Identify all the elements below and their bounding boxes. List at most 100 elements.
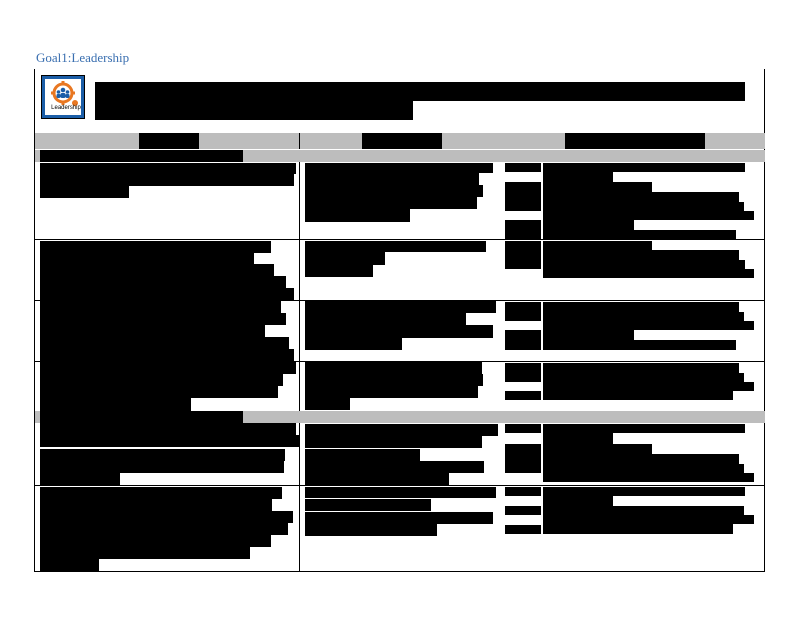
- redacted-text-line: [40, 163, 296, 174]
- redacted-text-line: [305, 461, 484, 473]
- redacted-text-line: [543, 250, 739, 260]
- redacted-text-line: [543, 340, 736, 350]
- redacted-label: [505, 391, 541, 400]
- redacted-text-line: [543, 241, 652, 250]
- redacted-text-line: [305, 265, 373, 277]
- redacted-text-line: [543, 163, 745, 172]
- redacted-text-line: [305, 163, 493, 173]
- redacted-text-line: [305, 524, 437, 536]
- redacted-label: [505, 220, 541, 230]
- redacted-text-line: [40, 386, 278, 398]
- redacted-text-line: [543, 506, 744, 515]
- redacted-text-line: [543, 211, 754, 220]
- leadership-logo: Leadership: [41, 75, 85, 119]
- redacted-label: [505, 444, 541, 454]
- row-divider: [35, 361, 765, 362]
- redacted-text-line: [40, 362, 296, 374]
- document-table-frame: [34, 69, 765, 572]
- redacted-text-line: [40, 559, 99, 571]
- redacted-text-line: [543, 454, 739, 464]
- goal-title: Goal1:Leadership: [36, 50, 130, 65]
- redacted-text-line: [543, 487, 745, 496]
- redacted-text-line: [305, 173, 479, 185]
- redacted-label: [505, 192, 541, 202]
- redacted-text-line: [305, 252, 385, 265]
- redacted-text-line: [40, 301, 281, 313]
- redacted-text-line: [543, 192, 739, 202]
- redacted-text-line: [40, 186, 129, 198]
- redacted-text-line: [543, 172, 613, 182]
- redacted-text-line: [305, 424, 498, 436]
- redacted-label: [505, 424, 541, 433]
- redacted-label: [505, 487, 541, 496]
- redacted-text-line: [305, 449, 420, 461]
- redacted-text-line: [543, 515, 754, 524]
- redacted-text-line: [543, 321, 754, 330]
- section-header-label: [40, 411, 243, 423]
- redacted-text-line: [40, 288, 294, 300]
- redacted-text-line: [40, 435, 299, 447]
- redacted-text-line: [40, 461, 284, 473]
- redacted-label: [505, 302, 541, 312]
- redacted-text-line: [543, 312, 744, 321]
- column-header-label: [139, 133, 199, 149]
- redacted-text-line: [305, 473, 449, 485]
- redacted-text-line: [40, 337, 289, 349]
- redacted-text-line: [543, 433, 613, 444]
- redacted-text-line: [305, 197, 477, 209]
- logo-background: Leadership: [45, 79, 81, 115]
- redacted-text-line: [543, 269, 754, 278]
- section-header-label: [40, 150, 243, 162]
- redacted-text-line: [40, 449, 285, 461]
- redacted-text-line: [40, 241, 271, 253]
- redacted-text-line: [40, 511, 293, 523]
- redacted-label: [505, 525, 541, 534]
- column-divider: [299, 162, 300, 572]
- redacted-text-line: [305, 241, 486, 252]
- row-divider: [35, 300, 765, 301]
- redacted-text-line: [40, 325, 265, 337]
- redacted-label: [505, 330, 541, 340]
- redacted-text-line: [305, 338, 402, 350]
- redacted-text-line: [305, 209, 410, 222]
- redacted-text-line: [543, 260, 745, 269]
- redacted-text-line: [40, 276, 286, 288]
- redacted-text-line: [40, 499, 272, 511]
- redacted-text-line: [543, 524, 733, 534]
- redacted-text-line: [305, 374, 483, 386]
- redacted-text-line: [40, 423, 296, 435]
- redacted-text-line: [543, 444, 652, 454]
- redacted-text-line: [40, 473, 120, 485]
- redacted-text-line: [543, 373, 744, 382]
- redacted-text-line: [543, 230, 736, 240]
- redacted-text-line: [305, 386, 478, 398]
- redacted-text-line: [305, 362, 482, 374]
- redacted-label: [505, 261, 541, 269]
- redacted-text-line: [305, 313, 466, 325]
- redacted-text-line: [40, 253, 254, 264]
- redacted-label: [505, 230, 541, 240]
- redacted-text-line: [305, 487, 496, 498]
- redacted-label: [505, 241, 541, 251]
- redacted-label: [505, 454, 541, 464]
- redacted-label: [505, 340, 541, 350]
- redacted-text-line: [543, 330, 634, 340]
- column-header-label: [362, 133, 442, 149]
- logo-label: Leadership: [51, 105, 81, 111]
- redacted-text-line: [543, 182, 652, 192]
- redacted-text-line: [40, 398, 191, 411]
- redacted-text-line: [305, 499, 431, 511]
- redacted-text-line: [40, 547, 250, 559]
- redacted-text-line: [305, 512, 493, 524]
- redacted-text-line: [543, 382, 754, 391]
- redacted-text-line: [40, 313, 286, 325]
- redacted-heading-line: [95, 101, 413, 120]
- redacted-label: [505, 202, 541, 211]
- redacted-text-line: [543, 363, 739, 373]
- redacted-text-line: [40, 535, 271, 547]
- redacted-label: [505, 464, 541, 473]
- redacted-text-line: [543, 220, 634, 230]
- redacted-text-line: [543, 391, 733, 400]
- redacted-label: [505, 312, 541, 321]
- redacted-text-line: [305, 398, 350, 410]
